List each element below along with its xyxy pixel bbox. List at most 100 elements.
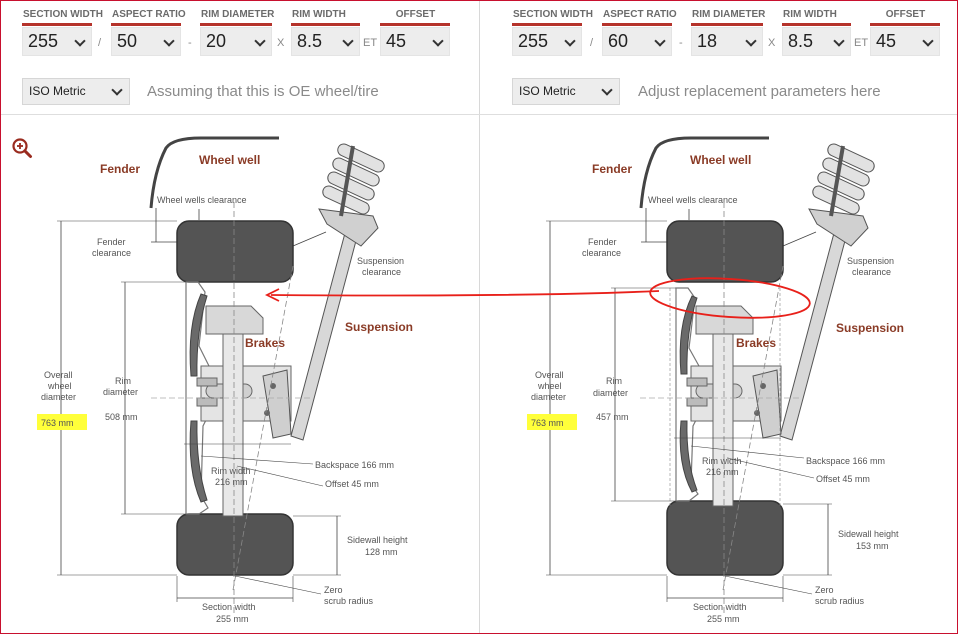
units-select[interactable]: ISO Metric <box>512 78 620 105</box>
rim-diameter-select[interactable]: 20 <box>200 27 272 56</box>
offset-value: Offset 45 mm <box>816 474 870 484</box>
fender-arc <box>639 136 769 209</box>
overall-diameter-value: 763 mm <box>531 418 564 428</box>
zero-scrub-label-1: Zero <box>815 585 834 595</box>
oe-panel: SECTION WIDTH 255 / ASPECT RATIO 50 - RI… <box>1 1 479 633</box>
red-annotation-circle <box>649 277 811 319</box>
overall-diameter-label-1: Overall <box>535 370 564 380</box>
rim-diameter-label: RIM DIAMETER <box>692 9 766 20</box>
fender-clearance-label-2: clearance <box>92 248 131 258</box>
section-width-label: Section width <box>693 602 747 612</box>
rim-diameter-select[interactable]: 18 <box>691 27 763 56</box>
sidewall-height-value: 128 mm <box>365 547 398 557</box>
backspace-value: Backspace 166 mm <box>806 456 885 466</box>
replacement-panel: SECTION WIDTH 255 / ASPECT RATIO 60 - RI… <box>480 1 957 633</box>
wheel-diagram-replacement: Fender Wheel well Wheel wells clearance … <box>527 136 904 624</box>
wheel-well-label: Wheel well <box>199 153 260 167</box>
fender-clearance-label-2: clearance <box>582 248 621 258</box>
aspect-ratio-select[interactable]: 60 <box>602 27 672 56</box>
rim-width-label: RIM WIDTH <box>292 9 346 20</box>
et-separator: ET <box>363 37 378 49</box>
rim-diameter-label-2: diameter <box>103 387 138 397</box>
suspension-label: Suspension <box>836 321 904 335</box>
offset-field: OFFSET 45 <box>380 9 450 56</box>
rim <box>669 287 782 507</box>
offset-select[interactable]: 45 <box>380 27 450 56</box>
brakes-label: Brakes <box>736 336 776 350</box>
overall-diameter-value: 763 mm <box>41 418 74 428</box>
section-width-field: SECTION WIDTH 255 <box>22 9 103 56</box>
dash-separator: - <box>188 37 192 49</box>
slash-separator: / <box>98 37 102 49</box>
rim-width-value: 216 mm <box>215 477 248 487</box>
sidewall-height-label: Sidewall height <box>838 529 899 539</box>
dash-separator: - <box>679 37 683 49</box>
slash-separator: / <box>590 37 594 49</box>
x-separator: X <box>277 37 285 49</box>
header-separator <box>1 114 957 115</box>
aspect-ratio-select[interactable]: 50 <box>111 27 181 56</box>
wheel-diagram-oe: Fender Wheel well Wheel wells clearance … <box>37 136 413 624</box>
x-separator: X <box>768 37 776 49</box>
rim-diameter-label-1: Rim <box>606 376 622 386</box>
backspace-value: Backspace 166 mm <box>315 460 394 470</box>
suspension-clearance-label-2: clearance <box>362 267 401 277</box>
section-width-label: SECTION WIDTH <box>23 9 103 20</box>
panel-divider <box>479 1 480 633</box>
rim-diameter-field: RIM DIAMETER 20 <box>200 9 275 56</box>
aspect-ratio-label: ASPECT RATIO <box>112 9 186 20</box>
wheel-wells-clearance-label: Wheel wells clearance <box>648 195 738 205</box>
aspect-ratio-field: ASPECT RATIO 60 <box>602 9 677 56</box>
rim-width-select[interactable]: 8.5 <box>782 27 851 56</box>
tire-top <box>176 220 294 283</box>
section-width-value: 255 mm <box>216 614 249 624</box>
offset-value: Offset 45 mm <box>325 479 379 489</box>
fender-clearance-label-1: Fender <box>97 237 126 247</box>
wheel-well-label: Wheel well <box>690 153 751 167</box>
rim-width-label: RIM WIDTH <box>783 9 837 20</box>
sidewall-height-value: 153 mm <box>856 541 889 551</box>
section-width-field: SECTION WIDTH 255 <box>512 9 593 56</box>
oe-note: Assuming that this is OE wheel/tire <box>147 83 379 100</box>
rim-width-label: Rim width <box>702 456 742 466</box>
fender-label: Fender <box>100 162 140 176</box>
rim-diameter-label: RIM DIAMETER <box>201 9 275 20</box>
suspension-clearance-label-2: clearance <box>852 267 891 277</box>
suspension-strut <box>290 143 385 441</box>
rim-diameter-field: RIM DIAMETER 18 <box>691 9 766 56</box>
tire-top <box>666 220 784 283</box>
overall-diameter-highlight <box>37 414 87 430</box>
suspension-label: Suspension <box>345 320 413 334</box>
aspect-ratio-label: ASPECT RATIO <box>603 9 677 20</box>
offset-select[interactable]: 45 <box>870 27 940 56</box>
overall-diameter-label-3: diameter <box>531 392 566 402</box>
rim-width-select[interactable]: 8.5 <box>291 27 360 56</box>
overall-diameter-label-3: diameter <box>41 392 76 402</box>
suspension-clearance-label-1: Suspension <box>357 256 404 266</box>
brakes-label: Brakes <box>245 336 285 350</box>
rim-width-field: RIM WIDTH 8.5 <box>291 9 360 56</box>
zoom-in-icon[interactable] <box>11 137 33 159</box>
et-separator: ET <box>854 37 869 49</box>
replacement-note: Adjust replacement parameters here <box>638 83 881 100</box>
units-select[interactable]: ISO Metric <box>22 78 130 105</box>
overall-diameter-label-2: wheel <box>47 381 72 391</box>
section-width-label: Section width <box>202 602 256 612</box>
fender-label: Fender <box>592 162 632 176</box>
suspension-clearance-label-1: Suspension <box>847 256 894 266</box>
zero-scrub-label-2: scrub radius <box>324 596 374 606</box>
rim-diameter-value: 508 mm <box>105 412 138 422</box>
rim-width-field: RIM WIDTH 8.5 <box>782 9 851 56</box>
sidewall-height-label: Sidewall height <box>347 535 408 545</box>
rim-diameter-value: 457 mm <box>596 412 629 422</box>
section-width-label: SECTION WIDTH <box>513 9 593 20</box>
aspect-ratio-field: ASPECT RATIO 50 <box>111 9 186 56</box>
offset-label: OFFSET <box>885 9 926 20</box>
overall-diameter-label-2: wheel <box>537 381 562 391</box>
section-width-select[interactable]: 255 <box>512 27 582 56</box>
wheel-wells-clearance-label: Wheel wells clearance <box>157 195 247 205</box>
section-width-select[interactable]: 255 <box>22 27 92 56</box>
overall-diameter-highlight <box>527 414 577 430</box>
